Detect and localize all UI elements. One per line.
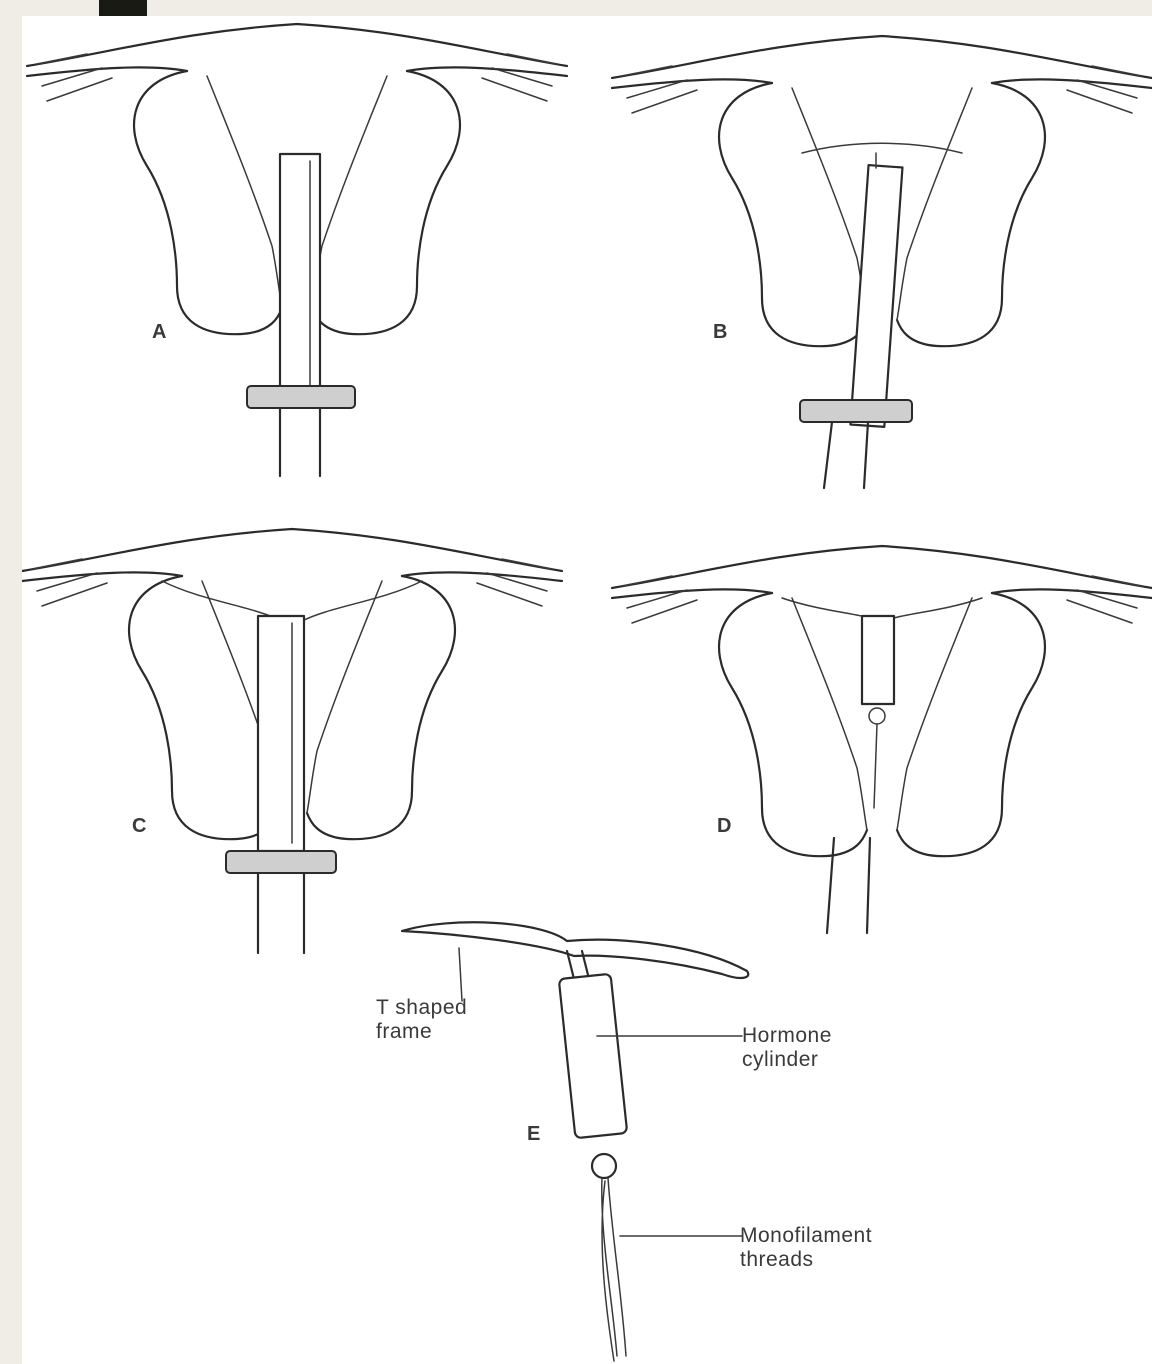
diagram-drawing	[22, 16, 1152, 1364]
panel-c-label: C	[132, 816, 146, 836]
iud-insertion-figure: A B C D E T shaped frame Hormone cylinde…	[22, 16, 1152, 1364]
t-frame-label-line1: T shaped	[376, 996, 467, 1020]
panel-a-drawing	[27, 24, 567, 476]
panel-e-drawing	[402, 922, 748, 1361]
panel-e-label: E	[527, 1124, 540, 1144]
t-frame-callout: T shaped frame	[376, 996, 467, 1043]
panel-b-drawing	[612, 36, 1152, 488]
panel-b-label: B	[713, 322, 727, 342]
threads-label-line1: Monofilament	[740, 1224, 872, 1248]
monofilament-callout: Monofilament threads	[740, 1224, 872, 1271]
panel-c-drawing	[22, 529, 562, 953]
hormone-cylinder-callout: Hormone cylinder	[742, 1024, 832, 1071]
panel-d-drawing	[612, 546, 1152, 933]
hormone-label-line1: Hormone	[742, 1024, 832, 1048]
hormone-label-line2: cylinder	[742, 1048, 832, 1072]
corner-mark	[99, 0, 147, 16]
threads-label-line2: threads	[740, 1248, 872, 1272]
panel-d-label: D	[717, 816, 731, 836]
panel-a-label: A	[152, 322, 166, 342]
t-frame-label-line2: frame	[376, 1020, 467, 1044]
